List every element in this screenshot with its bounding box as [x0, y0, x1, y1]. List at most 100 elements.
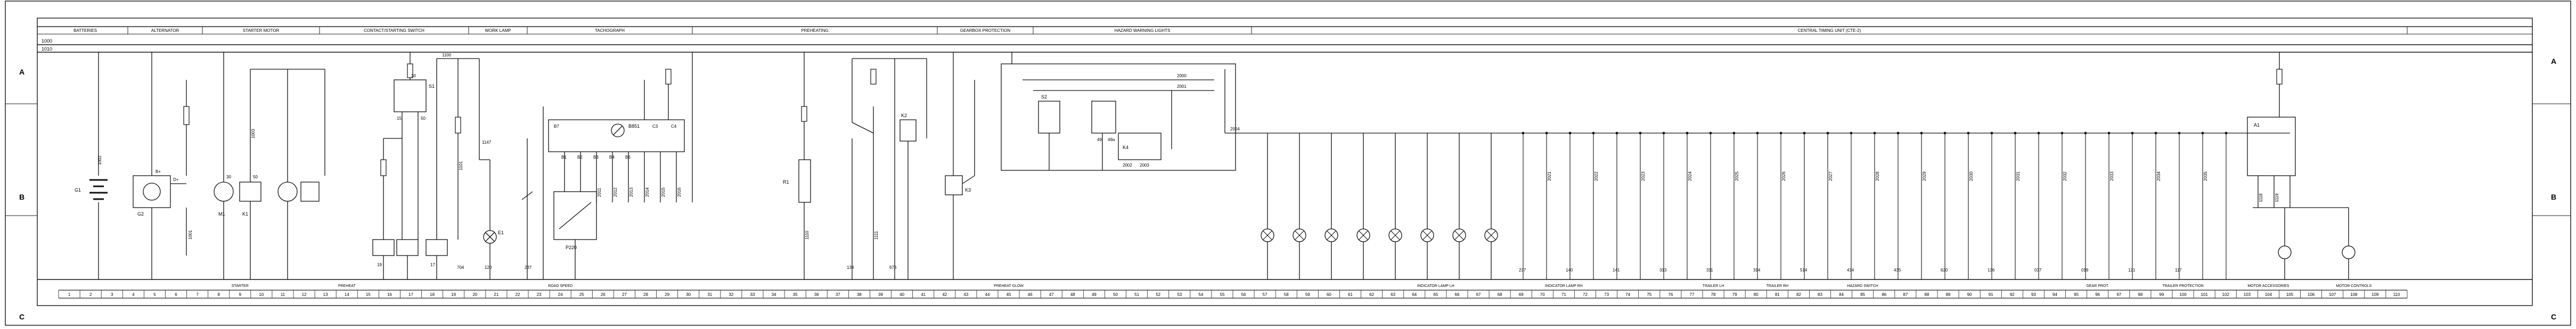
bus-junction — [2037, 131, 2040, 135]
lamp-cross — [1454, 231, 1464, 240]
preheat-wire-1110: 1110 — [805, 231, 809, 240]
switch-wire-1101: 1101 — [459, 161, 463, 170]
bus-wire-label: 313 — [1659, 268, 1667, 273]
footer-column-number: 93 — [2031, 292, 2036, 297]
footer-column-number: 16 — [387, 292, 392, 297]
alternator-label: G2 — [137, 211, 144, 217]
footer-column-number: 46 — [1028, 292, 1033, 297]
bus-wire-label: 311 — [1706, 268, 1713, 273]
bus-junction — [1615, 131, 1618, 135]
preheat-relay-label: K2 — [901, 113, 907, 118]
preheat-wire-676: 676 — [889, 265, 897, 270]
footer-column-number: 48 — [1070, 292, 1075, 297]
footer-column-number: 43 — [963, 292, 968, 297]
bus-junction — [1873, 131, 1876, 135]
contact-switch-label: S1 — [429, 84, 435, 89]
footer-function-label: TRAILER LH — [1703, 284, 1724, 288]
footer-function-label: GEAR PROT. — [2086, 284, 2108, 288]
preheat-wire-1111: 1111 — [874, 231, 879, 240]
work-lamp-circuit — [479, 59, 544, 279]
footer-column-number: 17 — [408, 292, 413, 297]
bus-junction — [1639, 131, 1642, 135]
tacho-pin-b2: B2 — [577, 155, 583, 160]
tacho-wire-2014: 2014 — [645, 187, 650, 197]
switch-terminal-50: 50 — [421, 116, 426, 121]
tachograph-module-label: P220 — [566, 245, 577, 250]
footer-column-number: 35 — [793, 292, 798, 297]
bus-wire-label: 434 — [1847, 268, 1854, 273]
lamp-cross — [1422, 231, 1432, 240]
preheat-wire-138: 138 — [847, 265, 854, 270]
alternator-fuse — [183, 106, 190, 125]
switch-terminal-19: 19 — [377, 262, 382, 267]
indicator-lamps — [1261, 133, 1498, 279]
timing-wire-label: 2035 — [2203, 171, 2208, 181]
footer-column-number: 49 — [1092, 292, 1097, 297]
starter-circuit — [214, 52, 325, 279]
preheat-element-label: R1 — [783, 179, 789, 185]
footer-column-number: 5 — [153, 292, 156, 297]
lamp-cross — [1391, 231, 1400, 240]
alternator-dplus: D+ — [173, 177, 179, 182]
footer-column-number: 7 — [196, 292, 199, 297]
footer-column-number: 92 — [2010, 292, 2015, 297]
bus-junction — [1803, 131, 1806, 135]
tacho-pin-b1: B1 — [561, 155, 567, 160]
footer-column-number: 98 — [2138, 292, 2142, 297]
footer-column-number: 102 — [2222, 292, 2230, 297]
footer-column-number: 84 — [1839, 292, 1844, 297]
work-lamp-wire-704: 704 — [457, 265, 464, 270]
footer-column-number: 86 — [1882, 292, 1886, 297]
gearbox-circuit — [945, 52, 975, 279]
header-section-label: STARTER MOTOR — [243, 28, 280, 33]
footer-column-number: 12 — [302, 292, 307, 297]
bus-junction — [2225, 131, 2228, 135]
tacho-wire-2013: 2013 — [629, 187, 634, 197]
footer-column-number: 25 — [579, 292, 584, 297]
footer-column-number: 106 — [2308, 292, 2315, 297]
signal-bus-lines — [1522, 131, 2228, 279]
footer-column-number: 3 — [111, 292, 113, 297]
footer-column-number: 109 — [2371, 292, 2379, 297]
preheat-circuit — [798, 52, 927, 279]
header-section-label: ALTERNATOR — [151, 28, 179, 33]
row-letter-b-right: B — [2551, 193, 2556, 201]
footer-column-number: 69 — [1519, 292, 1524, 297]
footer-column-number: 37 — [836, 292, 840, 297]
footer-column-number: 47 — [1049, 292, 1054, 297]
footer-column-number: 95 — [2074, 292, 2079, 297]
bus-wire-label: 037 — [2034, 268, 2042, 273]
footer-column-number: 26 — [601, 292, 606, 297]
tacho-wire-2012: 2012 — [613, 187, 618, 197]
footer-column-number: 62 — [1369, 292, 1374, 297]
bus-junction — [1756, 131, 1759, 135]
header-section-label: GEARBOX PROTECTION — [960, 28, 1010, 33]
bus-junction — [2060, 131, 2064, 135]
bus-wire-label: 237 — [1519, 268, 1526, 273]
footer-column-number: 8 — [217, 292, 220, 297]
lamp-cross — [1327, 231, 1336, 240]
timing-unit-fuses — [2276, 69, 2283, 85]
hazard-switch-label: S2 — [1041, 94, 1047, 100]
footer-function-label: ROAD SPEED — [548, 284, 573, 288]
footer-column-number: 4 — [132, 292, 135, 297]
bus-junction — [1967, 131, 1970, 135]
timing-wire-label: 2032 — [2063, 171, 2067, 181]
drawing-frame — [37, 18, 2533, 306]
footer-column-number: 15 — [366, 292, 371, 297]
footer-column-number: 55 — [1220, 292, 1225, 297]
battery-wire-label: 1002 — [97, 155, 102, 165]
timing-wire-label: 2023 — [1641, 171, 1646, 181]
footer-column-number: 105 — [2286, 292, 2294, 297]
lamp-cross — [1486, 231, 1496, 240]
alternator-wire-1001: 1001 — [188, 230, 193, 240]
footer-column-number: 110 — [2393, 292, 2400, 297]
footer-function-label: STARTER — [232, 284, 249, 288]
footer-column-number: 14 — [345, 292, 349, 297]
footer-column-number: 22 — [516, 292, 520, 297]
starter-relay-label: K1 — [242, 211, 248, 217]
header-section-label: WORK LAMP — [485, 28, 511, 33]
